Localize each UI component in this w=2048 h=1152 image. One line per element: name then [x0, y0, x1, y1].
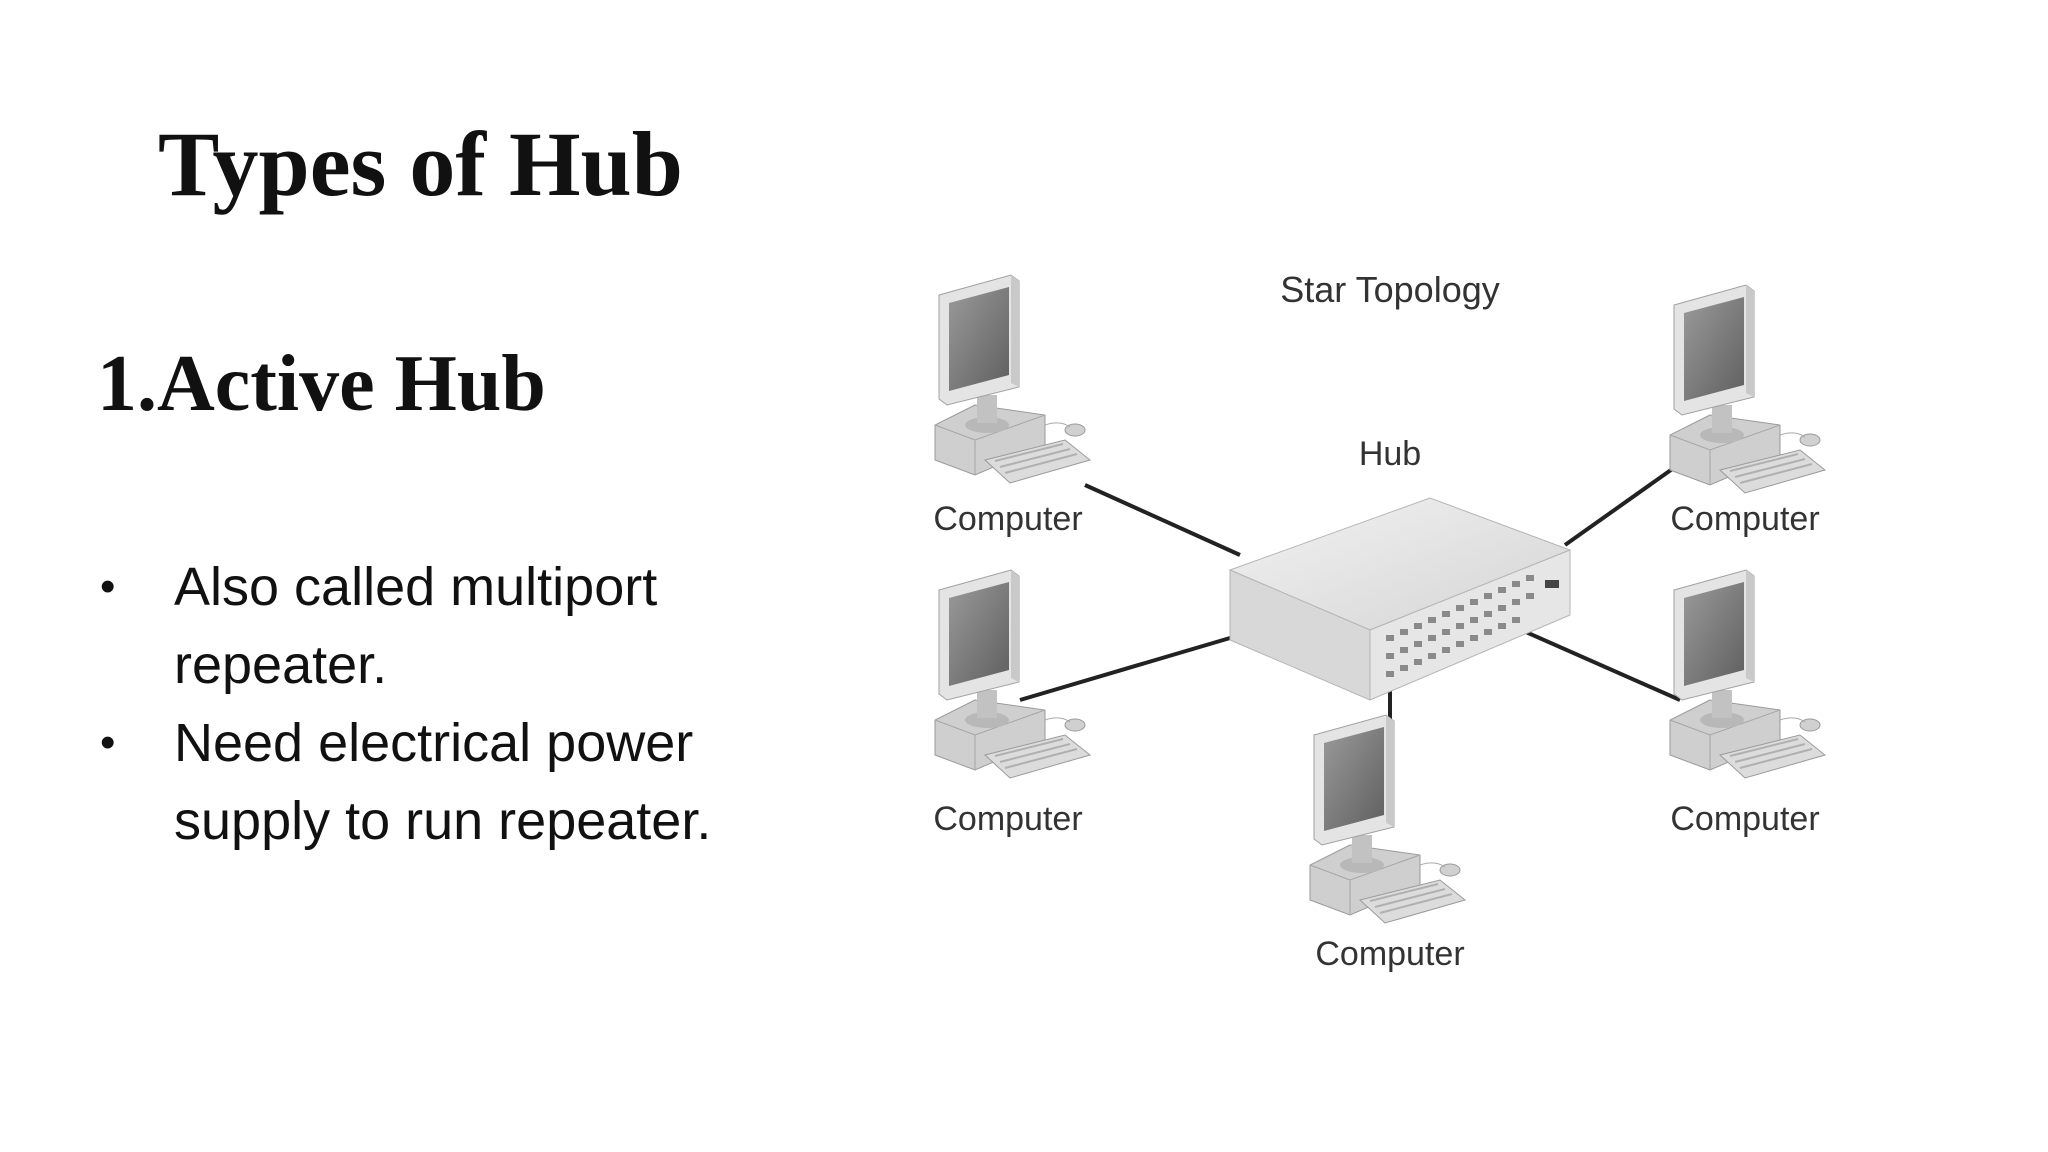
computer-label: Computer — [1670, 500, 1819, 538]
diagram-title: Star Topology — [1280, 269, 1499, 310]
computer-label: Computer — [933, 500, 1082, 538]
computer-icon — [1669, 569, 1826, 779]
computer-label: Computer — [933, 800, 1082, 838]
hub-ports — [1386, 575, 1559, 677]
computer-icon — [934, 569, 1091, 779]
section-heading: 1.Active Hub — [97, 340, 546, 428]
link-top-left — [1084, 483, 1241, 557]
link-middle-left — [1019, 636, 1231, 702]
slide-title: Types of Hub — [158, 113, 683, 215]
hub-device — [1228, 497, 1572, 701]
bullet-item: • Also called multiport repeater. — [92, 548, 812, 704]
bullet-text: Need electrical power supply to run repe… — [174, 713, 712, 851]
computer-icon — [934, 274, 1091, 484]
computer-label: Computer — [1315, 935, 1464, 973]
computer-icon — [1669, 284, 1826, 494]
link-middle-right — [1509, 623, 1681, 702]
bullet-item: • Need electrical power supply to run re… — [92, 704, 812, 860]
bullet-icon: • — [100, 562, 116, 611]
link-top-right — [1563, 458, 1687, 547]
computer-label: Computer — [1670, 800, 1819, 838]
bullet-text: Also called multiport repeater. — [174, 557, 658, 695]
star-topology-diagram: Star Topology — [933, 269, 1826, 973]
connection-lines — [1019, 458, 1687, 720]
hub-label: Hub — [1359, 435, 1421, 473]
bullet-icon: • — [100, 718, 116, 767]
computer-icon — [1309, 714, 1466, 924]
bullet-list: • Also called multiport repeater. • Need… — [92, 548, 812, 860]
